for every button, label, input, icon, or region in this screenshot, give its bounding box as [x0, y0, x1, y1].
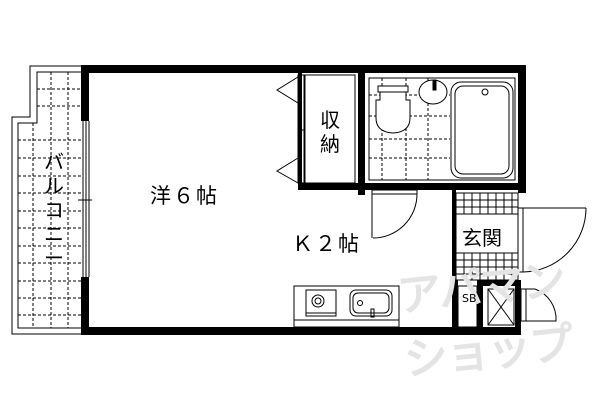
- entrance-area: [455, 192, 519, 281]
- room-label-entrance: 玄関: [462, 226, 502, 250]
- room-label-western-room: 洋６帖: [150, 184, 219, 208]
- pipe-shaft: [487, 288, 515, 326]
- meter-door: [520, 288, 557, 322]
- balcony-window: [78, 121, 92, 277]
- kitchen-counter: [293, 285, 400, 328]
- room-label-kitchen: Ｋ２帖: [292, 232, 361, 256]
- walls: [81, 65, 526, 335]
- bathroom-door: [371, 189, 418, 239]
- shoe-box: [457, 285, 478, 328]
- room-label-balcony: バルコニー: [44, 150, 64, 270]
- balcony-area: [11, 65, 81, 335]
- entrance-door: [517, 207, 587, 273]
- room-label-shoe-box: SB: [462, 292, 477, 305]
- bathroom: [368, 77, 516, 181]
- room-label-storage: 収納: [320, 108, 340, 156]
- closet-doors: [276, 74, 356, 184]
